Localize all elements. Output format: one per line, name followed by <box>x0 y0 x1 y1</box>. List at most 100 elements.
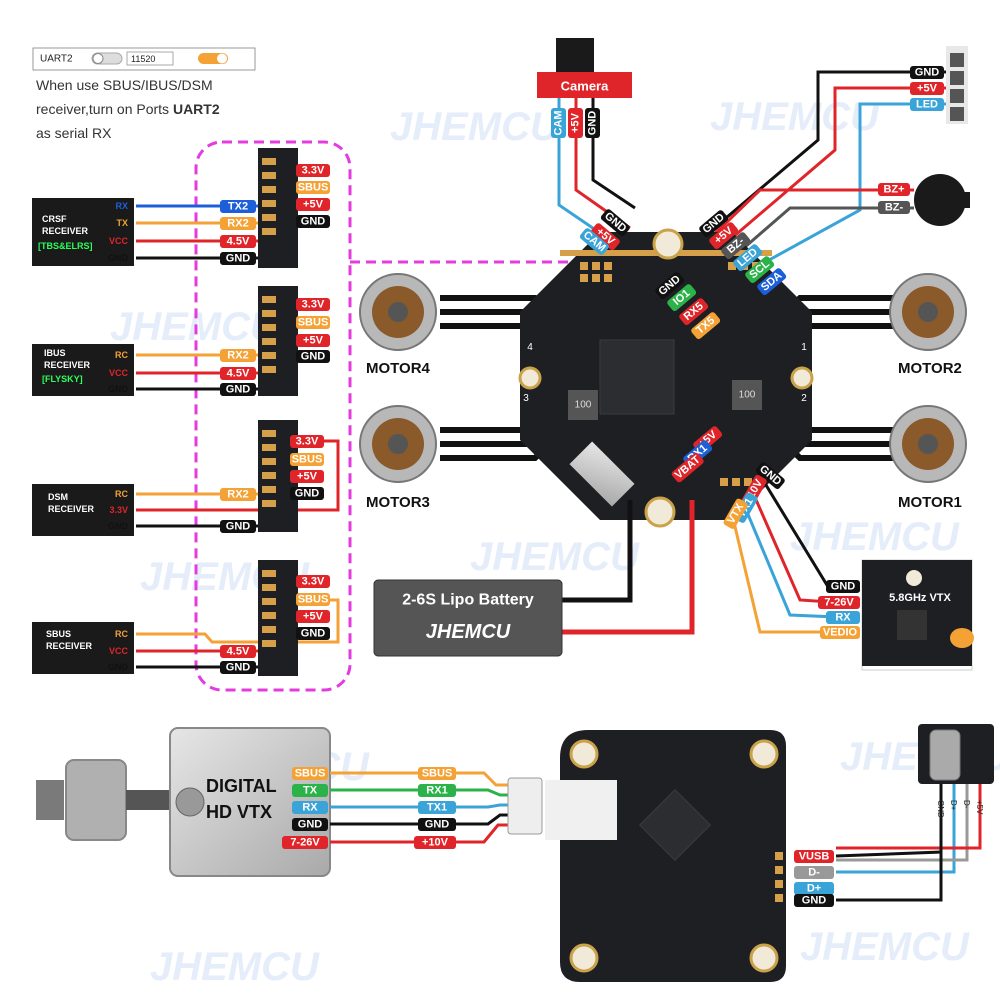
digital-vtx-line2: HD VTX <box>206 802 272 822</box>
usb-breakout: GND D+ D- +5V VUSB D- D+ GND <box>794 724 994 907</box>
usb-pin-gnd: GND <box>802 895 827 907</box>
crsf-line1: CRSF <box>42 214 67 224</box>
dsm-wire-gnd: GND <box>226 521 251 533</box>
ibus-pin-vcc: VCC <box>109 368 129 378</box>
digital-vtx-line1: DIGITAL <box>206 776 277 796</box>
crsf-wire-gnd: GND <box>226 253 251 265</box>
uart-settings: UART2 11520 <box>32 47 256 71</box>
pad-gnd: GND <box>301 351 326 363</box>
dsm-pin-rc: RC <box>115 489 128 499</box>
ibus-line2: RECEIVER <box>44 360 91 370</box>
ibus-line1: IBUS <box>44 348 66 358</box>
motor-3 <box>359 405 437 483</box>
sbus-line2: RECEIVER <box>46 641 93 651</box>
digital-vtx-wires: SBUS TX RX GND 7-26V SBUS RX1 TX1 GND +1… <box>282 767 543 849</box>
vtx-pin-gnd: GND <box>831 581 856 593</box>
motor-num-3: 3 <box>523 393 529 404</box>
rx-pad-labels-1: 3.3V SBUS +5V GND <box>296 164 330 228</box>
pad-gnd: GND <box>301 628 326 640</box>
buzzer: BZ+ BZ- <box>698 174 970 262</box>
sbus-receiver: SBUS RECEIVER RC VCC GND <box>32 622 136 674</box>
ibus-wire-gnd: GND <box>226 384 251 396</box>
flight-controller: 100 100 3 4 1 2 <box>518 228 814 528</box>
sbus-line1: SBUS <box>46 629 71 639</box>
dvtx-pin-power: 7-26V <box>290 837 320 849</box>
dsm-line2: RECEIVER <box>48 504 95 514</box>
pad-5v: +5V <box>303 611 324 623</box>
crsf-pin-tx: TX <box>116 218 128 228</box>
dvtx-pin-gnd: GND <box>298 819 323 831</box>
buzzer-pin-plus: BZ+ <box>883 184 904 196</box>
crsf-wire-4v5: 4.5V <box>227 236 250 248</box>
baud-value: 11520 <box>131 54 155 64</box>
pad-5v: +5V <box>303 199 324 211</box>
dvtx-pin-rx: RX <box>302 802 318 814</box>
usb-conn-gnd: GND <box>936 800 945 818</box>
receiver-group-outline <box>194 140 352 692</box>
crsf-line2: RECEIVER <box>42 226 89 236</box>
crsf-wire-rx2: RX2 <box>227 218 248 230</box>
rx-pad-labels-4: 3.3V SBUS +5V GND <box>296 575 330 640</box>
motor-1-label: MOTOR1 <box>898 494 962 511</box>
rx-pad-labels-3: 3.3V SBUS +5V GND <box>290 435 324 500</box>
usb-conn-dminus: D- <box>962 800 971 809</box>
uart-note-bold: UART2 <box>173 101 220 117</box>
uart-note-line1: When use SBUS/IBUS/DSM <box>36 77 213 93</box>
vtx-pin-power: 7-26V <box>824 597 854 609</box>
uart-port-label: UART2 <box>40 54 73 65</box>
pad-sbus: SBUS <box>298 594 329 606</box>
pad-3v3: 3.3V <box>302 165 325 177</box>
camera-pin-cam: CAM <box>553 110 565 135</box>
dsm-wire-rx2: RX2 <box>227 489 248 501</box>
uart-note-prefix: receiver,turn on Ports <box>36 101 173 117</box>
crsf-pin-vcc: VCC <box>109 236 129 246</box>
motor-1 <box>889 405 967 483</box>
motor-2 <box>889 273 967 351</box>
pad-3v3: 3.3V <box>302 299 325 311</box>
led-pin-led: LED <box>916 99 938 111</box>
ibus-wire-rx2: RX2 <box>227 350 248 362</box>
watermark-text: JHEMCU <box>710 95 880 139</box>
pad-sbus: SBUS <box>298 317 329 329</box>
led-strip: GND +5V LED <box>699 46 968 267</box>
motor-4 <box>359 273 437 351</box>
usb-conn-5v: +5V <box>975 800 984 815</box>
crsf-line3: [TBS&ELRS] <box>38 241 93 251</box>
ibus-wire-4v5: 4.5V <box>227 368 250 380</box>
usb-pin-vusb: VUSB <box>799 851 830 863</box>
uart-note-line3: as serial RX <box>36 125 112 141</box>
vtx-pin-video: VEDIO <box>823 627 858 639</box>
pad-3v3: 3.3V <box>296 436 319 448</box>
motor-num-2: 2 <box>801 393 807 404</box>
ibus-pin-rc: RC <box>115 350 128 360</box>
dvtx-wire-tx1: TX1 <box>427 802 447 814</box>
pad-5v: +5V <box>297 471 318 483</box>
camera-pin-gnd: GND <box>587 111 599 136</box>
svg-text:100: 100 <box>739 390 756 401</box>
pad-sbus: SBUS <box>292 454 323 466</box>
crsf-wire-tx2: TX2 <box>228 201 248 213</box>
pad-3v3: 3.3V <box>302 576 325 588</box>
usb-pin-dplus: D+ <box>807 883 821 895</box>
svg-text:100: 100 <box>575 400 592 411</box>
dvtx-pin-tx: TX <box>303 785 318 797</box>
ibus-wires: RX2 4.5V GND <box>136 349 262 396</box>
ibus-receiver: IBUS RECEIVER [FLYSKY] RC VCC GND <box>32 344 136 396</box>
watermark-text: JHEMCU <box>800 925 970 969</box>
vtx-pin-rx: RX <box>835 612 851 624</box>
analog-vtx: 5.8GHz VTX GND 7-26V RX VEDIO <box>818 559 974 671</box>
pad-5v: +5V <box>303 335 324 347</box>
pad-gnd: GND <box>301 216 326 228</box>
toggle-knob <box>92 53 104 64</box>
flight-controller-bottom <box>545 730 786 982</box>
ibus-pin-gnd: GND <box>108 384 129 394</box>
crsf-pin-gnd: GND <box>108 253 129 263</box>
sbus-pin-gnd: GND <box>108 662 129 672</box>
dsm-pin-3v3: 3.3V <box>109 505 128 515</box>
crsf-receiver: CRSF RECEIVER [TBS&ELRS] RX TX VCC GND <box>32 198 136 266</box>
led-pin-5v: +5V <box>917 83 938 95</box>
ibus-line3: [FLYSKY] <box>42 374 83 384</box>
baud-input[interactable] <box>126 51 174 66</box>
watermark-text: JHEMCU <box>790 515 960 559</box>
motor-num-1: 1 <box>801 342 807 353</box>
